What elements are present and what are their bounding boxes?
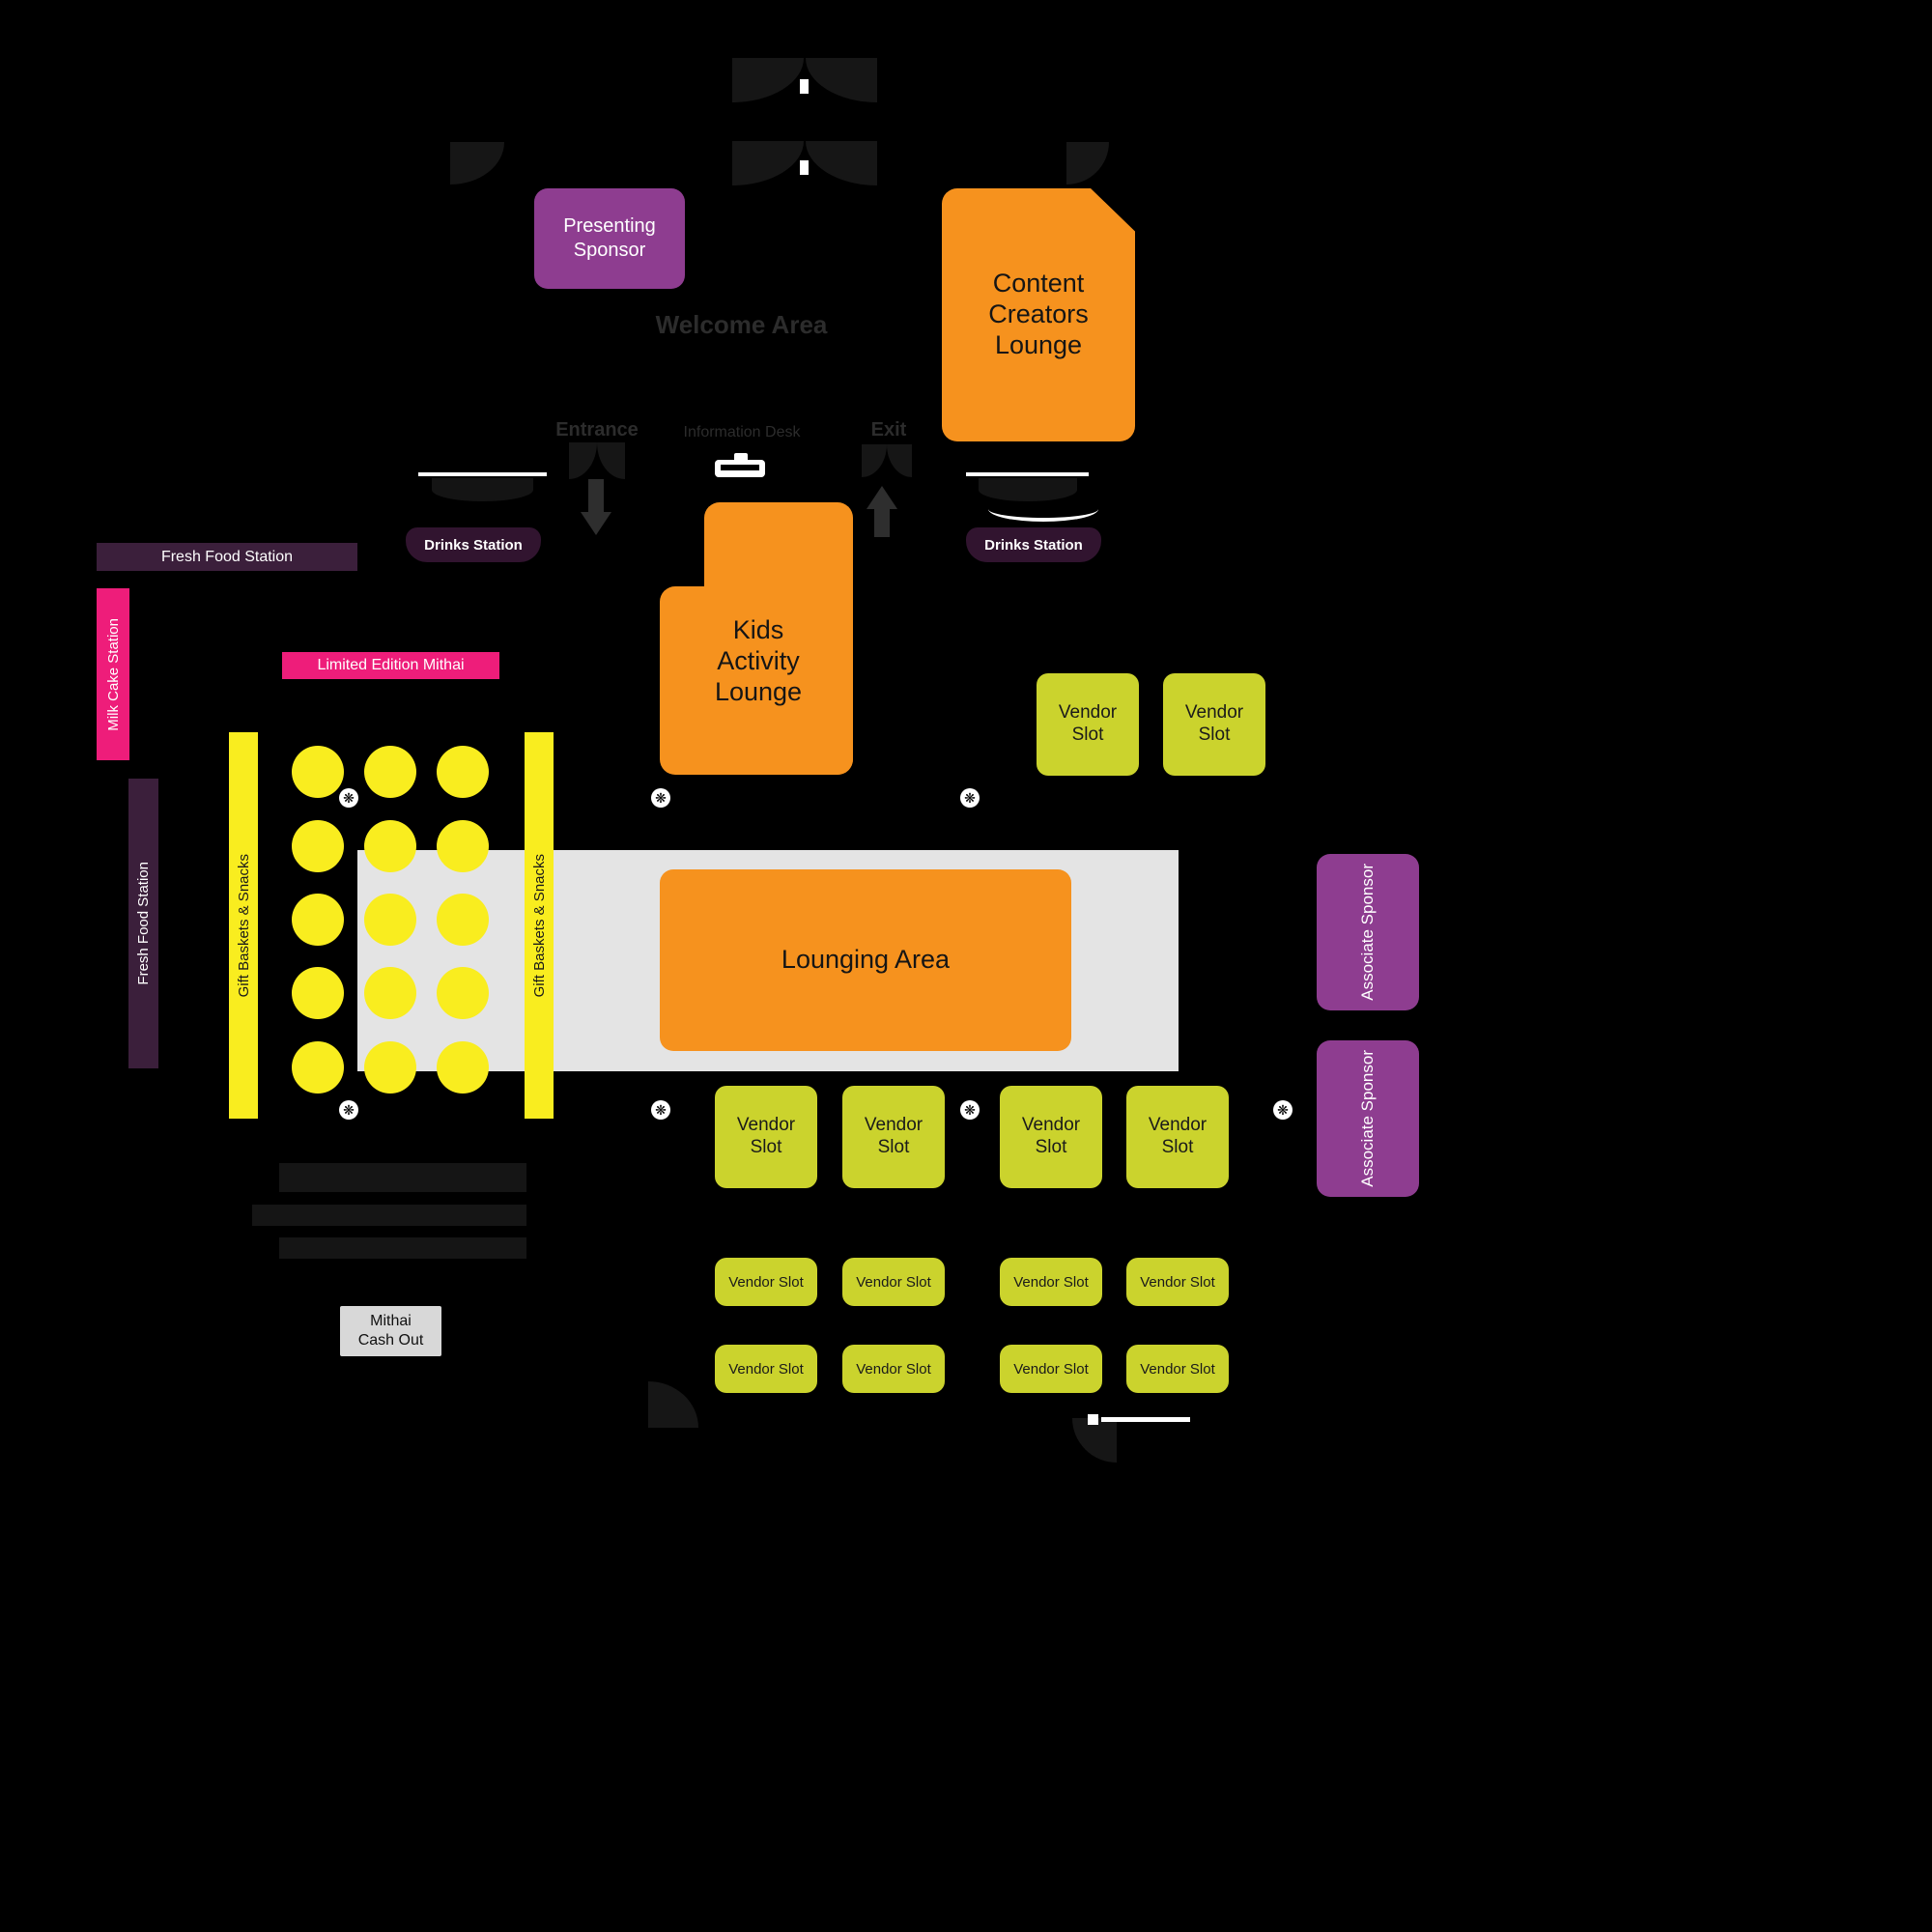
table (279, 1163, 526, 1192)
door-handle (800, 160, 809, 175)
vendor-slot: Vendor Slot (1126, 1086, 1229, 1188)
seat-circle (292, 819, 345, 872)
table-arc-line (988, 497, 1098, 522)
vendor-slot: Vendor Slot (1126, 1345, 1229, 1393)
lounging-area-label: Lounging Area (781, 945, 951, 975)
door-icon (732, 141, 804, 185)
fresh-food-station-bar: Fresh Food Station (128, 779, 158, 1068)
seat-circle (363, 893, 416, 946)
entrance-door-icon (569, 442, 597, 479)
seat-circle (436, 967, 489, 1020)
exit-door-icon (862, 444, 887, 477)
entrance-label: Entrance (555, 418, 639, 440)
associate-sponsor-area: Associate Sponsor (1317, 1040, 1419, 1197)
door-handle (1088, 1414, 1098, 1425)
utility-marker-icon: ❋ (1273, 1100, 1293, 1120)
utility-marker-icon: ❋ (339, 788, 358, 808)
table (252, 1205, 526, 1226)
vendor-slot: Vendor Slot (1163, 673, 1265, 776)
entrance-arrow-icon (588, 479, 604, 512)
gift-baskets-bar: Gift Baskets & Snacks (229, 732, 258, 1119)
seat-circle (436, 819, 489, 872)
information-desk-icon (734, 453, 748, 462)
presenting-sponsor-label: Presenting Sponsor (563, 215, 656, 261)
associate-sponsor-area: Associate Sponsor (1317, 854, 1419, 1010)
information-desk-icon-detail (721, 465, 759, 470)
vendor-slot: Vendor Slot (1000, 1258, 1102, 1306)
door-icon (648, 1381, 698, 1428)
vendor-slot: Vendor Slot (842, 1086, 945, 1188)
utility-marker-icon: ❋ (960, 1100, 980, 1120)
seat-circle (292, 967, 345, 1020)
mithai-cash-out: Mithai Cash Out (340, 1306, 441, 1356)
utility-marker-icon: ❋ (339, 1100, 358, 1120)
content-creators-lounge-area: Content Creators Lounge (942, 188, 1135, 441)
gift-baskets-bar: Gift Baskets & Snacks (525, 732, 554, 1119)
seat-circle (363, 819, 416, 872)
presenting-sponsor-area: Presenting Sponsor (534, 188, 685, 289)
seat-circle (363, 1040, 416, 1094)
vendor-slot: Vendor Slot (715, 1345, 817, 1393)
fresh-food-station-bar: Fresh Food Station (97, 543, 357, 571)
door-icon (450, 142, 504, 185)
lounging-area: Lounging Area (660, 869, 1071, 1051)
wall-line (1101, 1417, 1190, 1422)
seat-circle (436, 893, 489, 946)
vendor-slot: Vendor Slot (715, 1258, 817, 1306)
exit-arrow-head-icon (867, 486, 897, 509)
entrance-door-icon (597, 442, 625, 479)
utility-marker-icon: ❋ (960, 788, 980, 808)
drinks-station-banner: Drinks Station (966, 527, 1101, 562)
table (279, 1237, 526, 1259)
vendor-slot: Vendor Slot (1000, 1086, 1102, 1188)
vendor-slot: Vendor Slot (842, 1345, 945, 1393)
wall-line (966, 472, 1089, 476)
kids-activity-lounge-area (660, 586, 853, 775)
wall-line (418, 472, 547, 476)
vendor-slot: Vendor Slot (1037, 673, 1139, 776)
vendor-slot: Vendor Slot (1000, 1345, 1102, 1393)
door-handle (800, 79, 809, 94)
table (432, 478, 533, 501)
information-desk-label: Information Desk (683, 424, 801, 440)
content-creators-lounge-label: Content Creators Lounge (988, 269, 1089, 359)
seat-circle (292, 893, 345, 946)
vendor-slot: Vendor Slot (842, 1258, 945, 1306)
drinks-station-banner: Drinks Station (406, 527, 541, 562)
milk-cake-station-bar: Milk Cake Station (97, 588, 129, 760)
seat-circles (282, 735, 498, 1104)
door-icon (732, 58, 804, 102)
door-icon (806, 58, 877, 102)
entrance-arrow-head-icon (581, 512, 611, 535)
utility-marker-icon: ❋ (651, 1100, 670, 1120)
kids-activity-lounge-label: Kids Activity Lounge (714, 615, 803, 706)
vendor-slot: Vendor Slot (1126, 1258, 1229, 1306)
exit-label: Exit (870, 418, 907, 440)
seat-circle (436, 1040, 489, 1094)
seat-circle (292, 1040, 345, 1094)
door-icon (1066, 142, 1109, 185)
seat-circle (292, 746, 345, 799)
door-icon (806, 141, 877, 185)
utility-marker-icon: ❋ (651, 788, 670, 808)
seat-circle (436, 746, 489, 799)
exit-arrow-icon (874, 508, 890, 537)
welcome-area-label: Welcome Area (655, 309, 828, 339)
seat-circle (363, 746, 416, 799)
vendor-slot: Vendor Slot (715, 1086, 817, 1188)
exit-door-icon (887, 444, 912, 477)
limited-edition-mithai-bar: Limited Edition Mithai (282, 652, 499, 679)
seat-circle (363, 967, 416, 1020)
